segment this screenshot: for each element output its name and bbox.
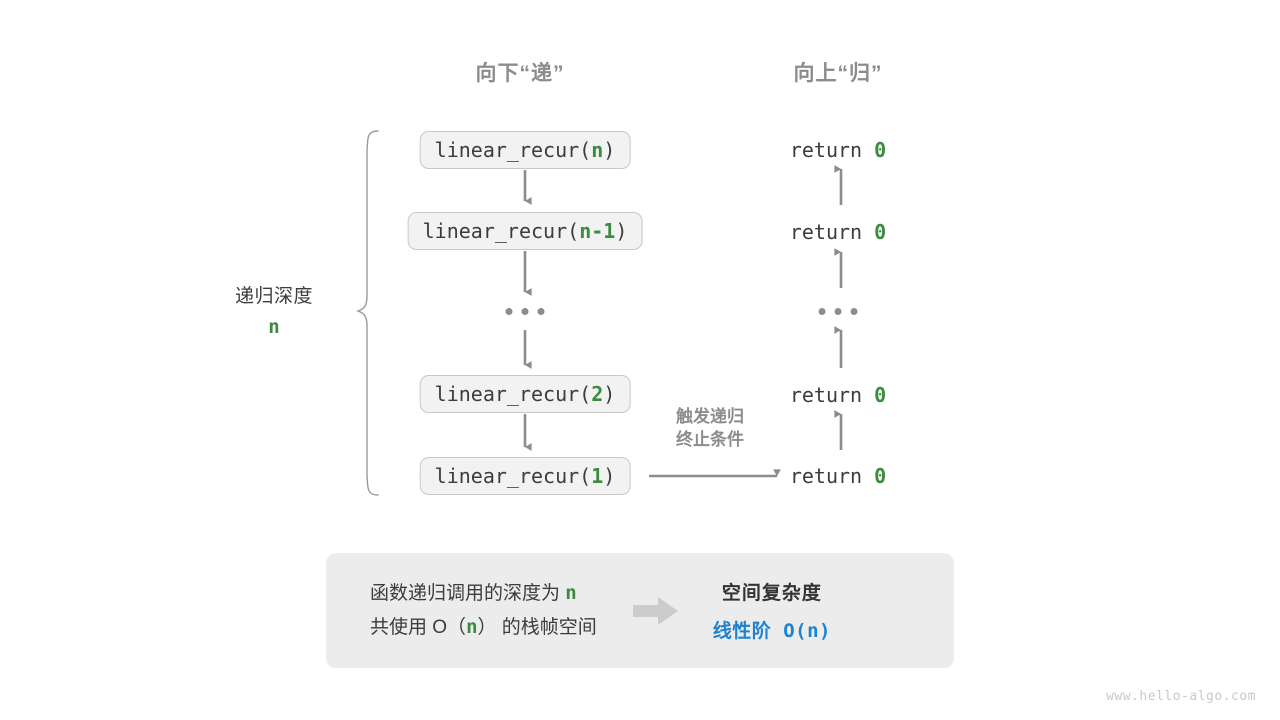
- base-case-annotation-line1: 触发递归: [676, 407, 744, 426]
- call-frame-prefix: linear_recur(: [422, 219, 580, 243]
- recursion-depth-brace: [355, 130, 379, 496]
- return-label: return 0: [790, 383, 886, 407]
- return-keyword: return: [789, 383, 863, 407]
- return-label: return 0: [790, 220, 886, 244]
- call-frame-suffix: ): [603, 138, 616, 162]
- return-keyword: return: [789, 464, 863, 488]
- call-frame-suffix: ): [615, 219, 628, 243]
- call-frame-suffix: ): [603, 382, 616, 406]
- ellipsis-dot: [537, 308, 545, 315]
- complexity-value: 线性阶 O(n): [712, 620, 831, 642]
- recursion-depth-text: 递归深度: [234, 286, 314, 307]
- call-frame-box: linear_recur(1): [419, 457, 631, 495]
- call-frame-box: linear_recur(n-1): [407, 212, 643, 250]
- return-label: return 0: [790, 464, 886, 488]
- summary-line-2-text-b: ） 的栈帧空间: [477, 616, 597, 638]
- return-ellipsis: [818, 308, 858, 315]
- summary-line-2: 共使用 O（n） 的栈帧空间: [370, 611, 597, 644]
- return-value: 0: [874, 220, 887, 244]
- summary-line-2-text-a: 共使用 O（: [370, 616, 467, 638]
- call-stack-ellipsis: [505, 308, 545, 315]
- summary-description: 函数递归调用的深度为 n 共使用 O（n） 的栈帧空间: [370, 577, 597, 644]
- call-frame-prefix: linear_recur(: [434, 464, 592, 488]
- call-frame-arg: 2: [591, 382, 604, 406]
- call-frame-box: linear_recur(n): [419, 131, 631, 169]
- return-value: 0: [874, 464, 887, 488]
- ellipsis-dot: [850, 308, 858, 315]
- summary-arrow-icon-wrap: [632, 595, 679, 627]
- base-case-annotation: 触发递归 终止条件: [676, 406, 744, 452]
- call-frame-box: linear_recur(2): [419, 375, 631, 413]
- ellipsis-dot: [505, 308, 513, 315]
- watermark: www.hello-algo.com: [1106, 689, 1256, 704]
- ellipsis-dot: [818, 308, 826, 315]
- recursion-depth-value: n: [268, 316, 280, 338]
- call-frame-suffix: ): [603, 464, 616, 488]
- summary-line-2-value: n: [466, 615, 478, 638]
- complexity-result: 空间复杂度 线性阶 O(n): [713, 578, 831, 643]
- call-frame-arg: n: [591, 138, 604, 162]
- summary-line-1-text: 函数递归调用的深度为: [370, 583, 566, 605]
- return-label: return 0: [790, 138, 886, 162]
- ellipsis-dot: [521, 308, 529, 315]
- summary-line-1-value: n: [565, 582, 577, 605]
- call-frame-prefix: linear_recur(: [434, 382, 592, 406]
- summary-line-1: 函数递归调用的深度为 n: [370, 577, 597, 610]
- base-case-annotation-line2: 终止条件: [676, 429, 744, 449]
- complexity-summary-panel: 函数递归调用的深度为 n 共使用 O（n） 的栈帧空间 空间复杂度 线性阶 O(…: [326, 553, 954, 668]
- complexity-title: 空间复杂度: [721, 583, 822, 604]
- column-header-ascend: 向上“归”: [793, 62, 883, 85]
- recursion-depth-label: 递归深度 n: [235, 281, 313, 338]
- return-keyword: return: [789, 138, 863, 162]
- column-header-descend: 向下“递”: [475, 62, 565, 85]
- return-value: 0: [874, 138, 887, 162]
- right-block-arrow-icon: [632, 596, 678, 625]
- call-frame-arg: n-1: [579, 219, 616, 243]
- return-value: 0: [874, 383, 887, 407]
- ellipsis-dot: [834, 308, 842, 315]
- call-frame-prefix: linear_recur(: [434, 138, 592, 162]
- return-keyword: return: [789, 220, 863, 244]
- call-frame-arg: 1: [591, 464, 604, 488]
